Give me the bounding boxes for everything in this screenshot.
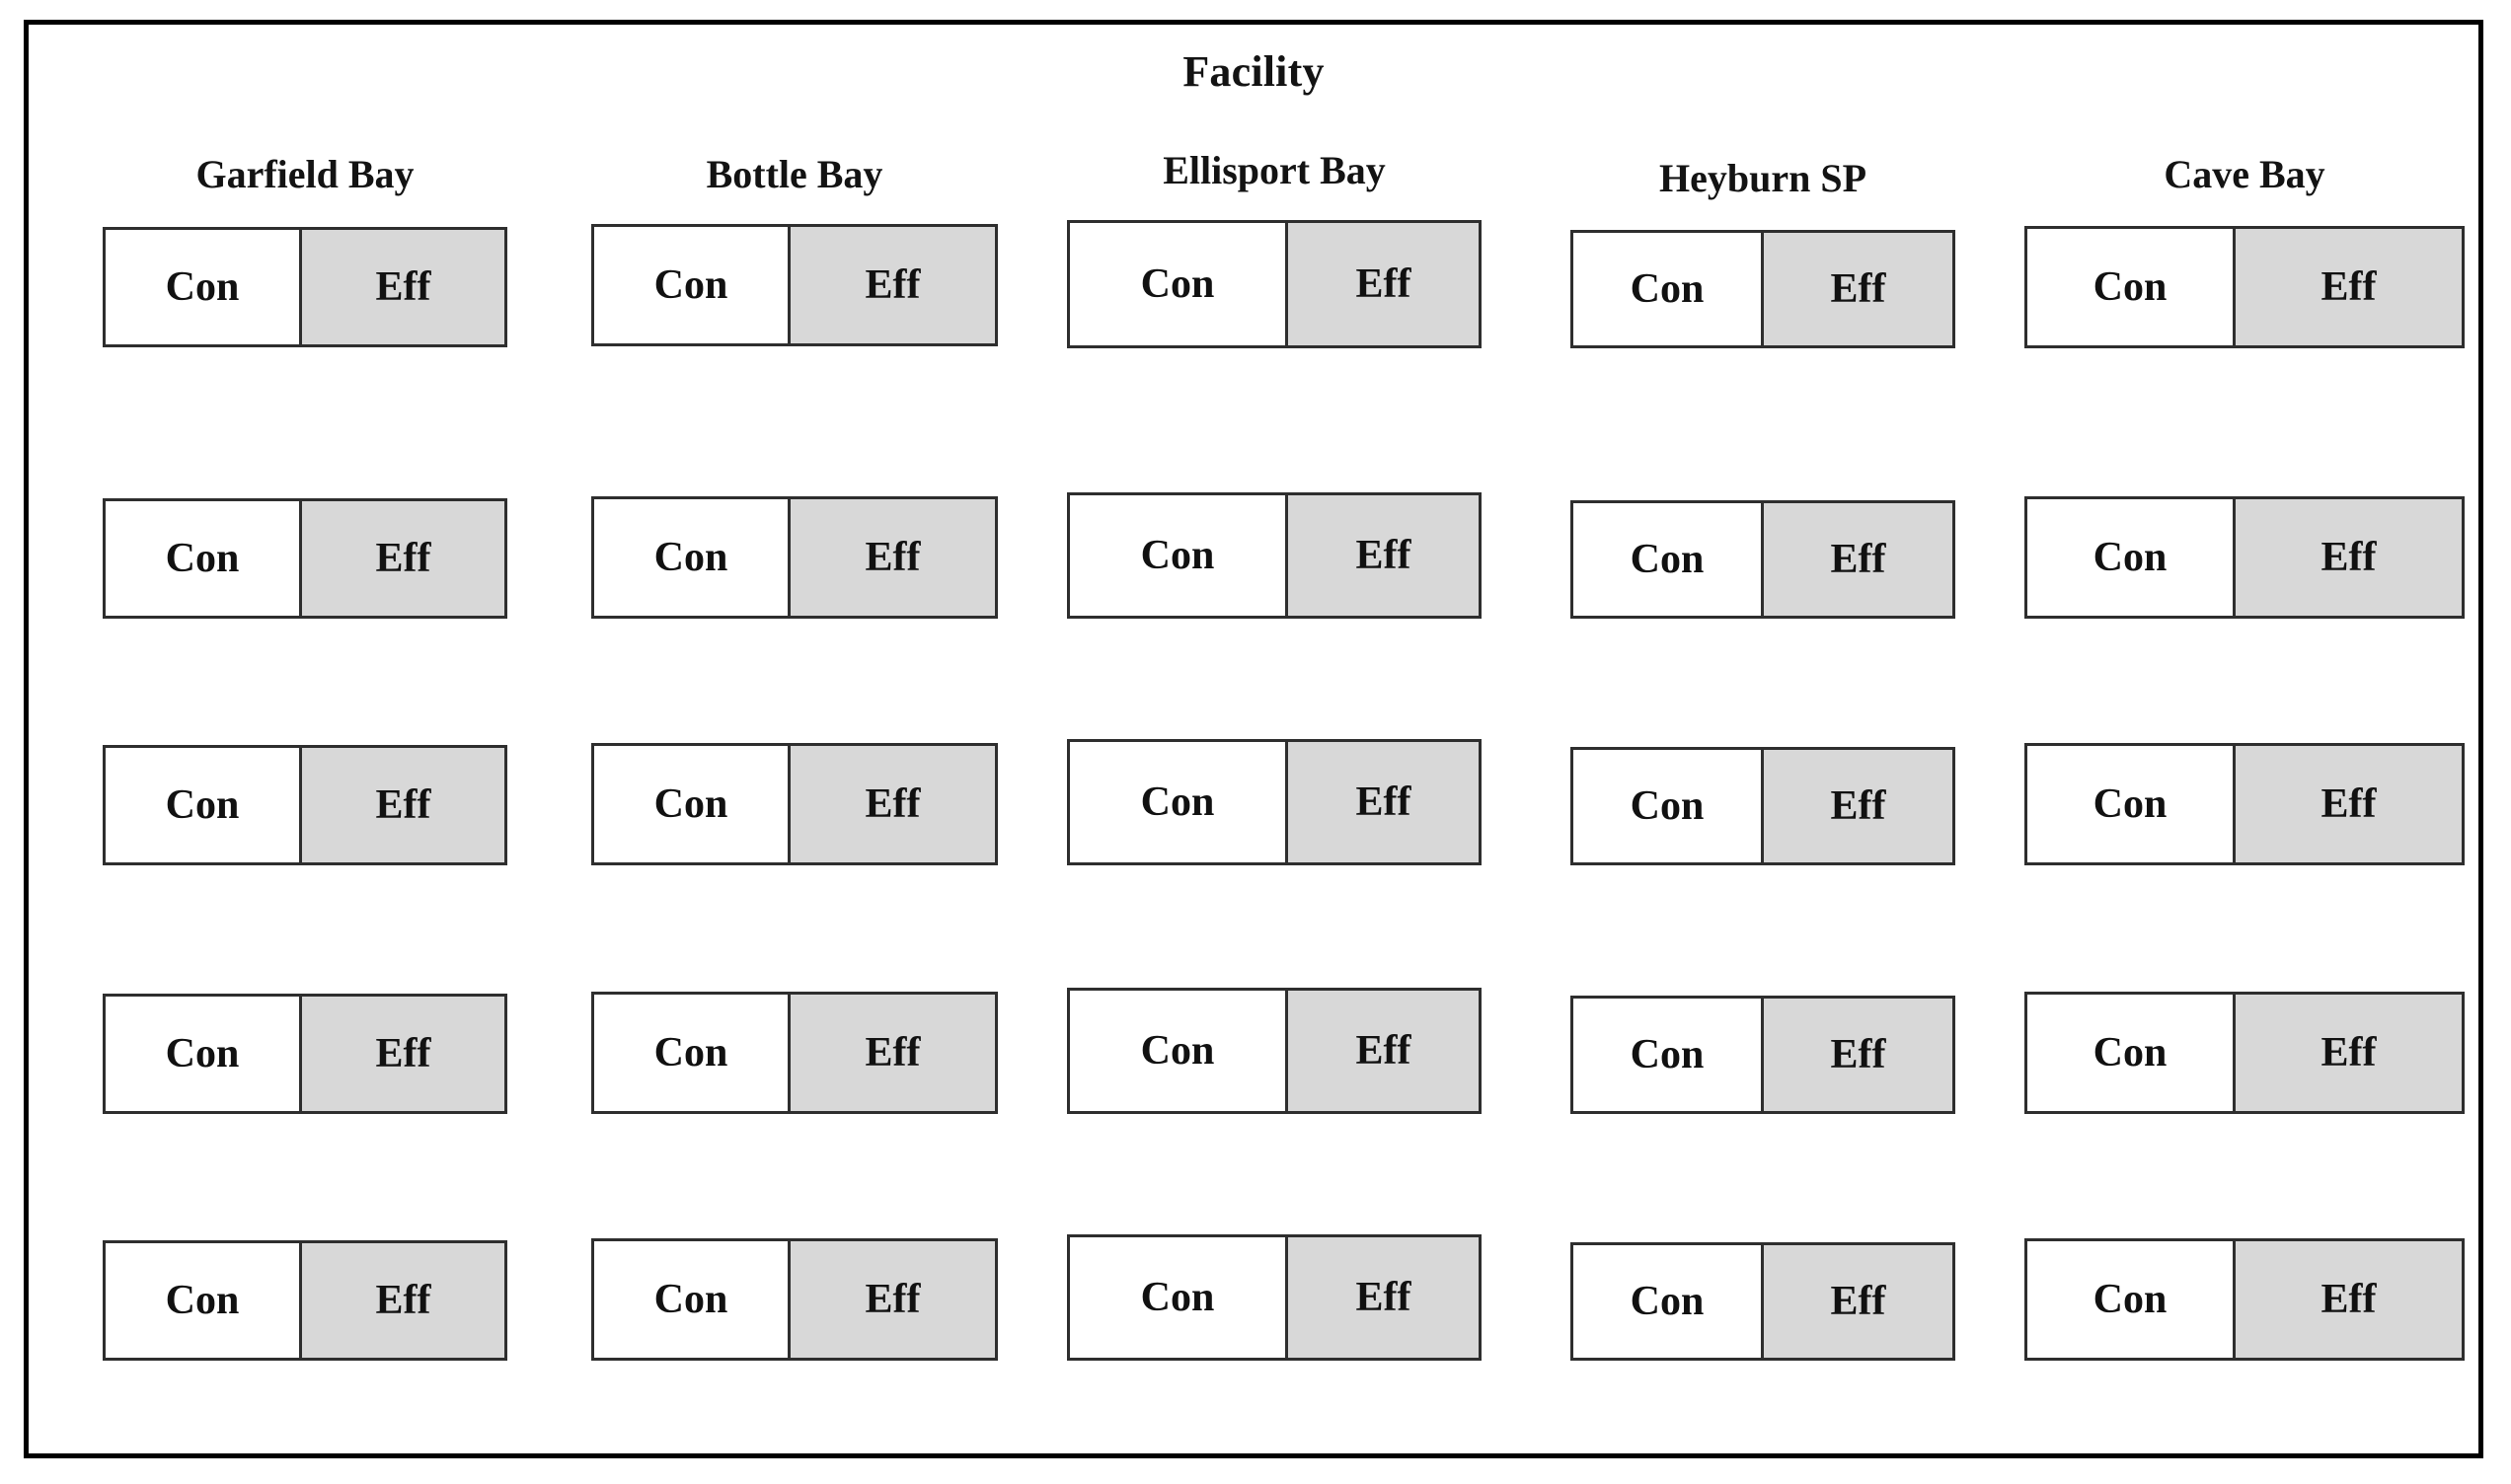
control-cell[interactable]: Con (2027, 499, 2233, 616)
page-title: Facility (1182, 47, 1325, 96)
control-cell[interactable]: Con (1573, 999, 1761, 1111)
control-cell[interactable]: Con (2027, 229, 2233, 345)
control-cell[interactable]: Con (594, 1241, 788, 1358)
control-cell[interactable]: Con (106, 501, 299, 616)
effluent-cell[interactable]: Eff (788, 746, 995, 862)
effluent-cell[interactable]: Eff (299, 1243, 504, 1358)
control-cell[interactable]: Con (1070, 223, 1285, 345)
effluent-cell[interactable]: Eff (299, 748, 504, 862)
column-header-3: Heyburn SP (1658, 156, 1867, 200)
effluent-cell[interactable]: Eff (788, 499, 995, 616)
control-cell[interactable]: Con (594, 995, 788, 1111)
control-cell[interactable]: Con (1070, 742, 1285, 862)
control-cell[interactable]: Con (594, 746, 788, 862)
effluent-cell[interactable]: Eff (2233, 229, 2462, 345)
control-cell[interactable]: Con (1573, 1245, 1761, 1358)
effluent-cell[interactable]: Eff (299, 501, 504, 616)
column-header-0: Garfield Bay (195, 152, 415, 196)
effluent-cell[interactable]: Eff (2233, 1241, 2462, 1358)
effluent-cell[interactable]: Eff (1761, 503, 1952, 616)
effluent-cell[interactable]: Eff (1285, 495, 1479, 616)
effluent-cell[interactable]: Eff (1761, 750, 1952, 862)
control-cell[interactable]: Con (1573, 750, 1761, 862)
column-header-1: Bottle Bay (706, 152, 883, 196)
control-cell[interactable]: Con (1070, 1237, 1285, 1358)
control-cell[interactable]: Con (2027, 995, 2233, 1111)
effluent-cell[interactable]: Eff (299, 997, 504, 1111)
control-cell[interactable]: Con (1573, 233, 1761, 345)
effluent-cell[interactable]: Eff (788, 995, 995, 1111)
effluent-cell[interactable]: Eff (788, 227, 995, 343)
effluent-cell[interactable]: Eff (2233, 499, 2462, 616)
effluent-cell[interactable]: Eff (1285, 991, 1479, 1111)
control-cell[interactable]: Con (106, 1243, 299, 1358)
effluent-cell[interactable]: Eff (2233, 995, 2462, 1111)
effluent-cell[interactable]: Eff (2233, 746, 2462, 862)
effluent-cell[interactable]: Eff (788, 1241, 995, 1358)
effluent-cell[interactable]: Eff (1761, 233, 1952, 345)
control-cell[interactable]: Con (1070, 991, 1285, 1111)
control-cell[interactable]: Con (2027, 1241, 2233, 1358)
effluent-cell[interactable]: Eff (1761, 999, 1952, 1111)
control-cell[interactable]: Con (106, 230, 299, 344)
effluent-cell[interactable]: Eff (299, 230, 504, 344)
control-cell[interactable]: Con (594, 499, 788, 616)
column-header-2: Ellisport Bay (1163, 148, 1386, 192)
control-cell[interactable]: Con (2027, 746, 2233, 862)
control-cell[interactable]: Con (106, 997, 299, 1111)
column-header-4: Cave Bay (2164, 152, 2325, 196)
control-cell[interactable]: Con (594, 227, 788, 343)
effluent-cell[interactable]: Eff (1761, 1245, 1952, 1358)
effluent-cell[interactable]: Eff (1285, 223, 1479, 345)
effluent-cell[interactable]: Eff (1285, 742, 1479, 862)
effluent-cell[interactable]: Eff (1285, 1237, 1479, 1358)
control-cell[interactable]: Con (1070, 495, 1285, 616)
control-cell[interactable]: Con (106, 748, 299, 862)
control-cell[interactable]: Con (1573, 503, 1761, 616)
